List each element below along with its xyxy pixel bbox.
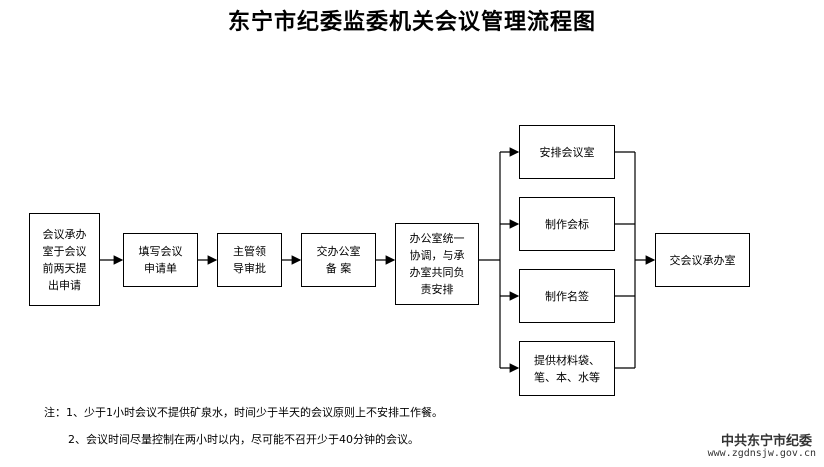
note-line-2: 2、会议时间尽量控制在两小时以内，尽可能不召开少于40分钟的会议。 [68,433,419,446]
note-line-1: 注：1、少于1小时会议不提供矿泉水，时间少于半天的会议原则上不安排工作餐。 [44,406,443,419]
branch-banner-box: 制作会标 [519,197,615,251]
step-apply-box: 会议承办 室于会议 前两天提 出申请 [29,213,100,306]
footer-url: www.zgdnsjw.gov.cn [707,448,816,459]
step-approval-box: 主管领 导审批 [217,233,282,287]
final-handover-box: 交会议承办室 [655,233,750,287]
step-file-box: 交办公室 备 案 [301,233,376,287]
footer-org: 中共东宁市纪委 [720,434,812,449]
step-fill-form-box: 填写会议 申请单 [123,233,198,287]
branch-room-box: 安排会议室 [519,125,615,179]
page-title: 东宁市纪委监委机关会议管理流程图 [227,9,596,35]
step-coordinate-box: 办公室统一 协调，与承 办室共同负 责安排 [395,223,479,305]
branch-materials-box: 提供材料袋、 笔、本、水等 [519,341,615,396]
branch-nameplate-box: 制作名签 [519,269,615,323]
